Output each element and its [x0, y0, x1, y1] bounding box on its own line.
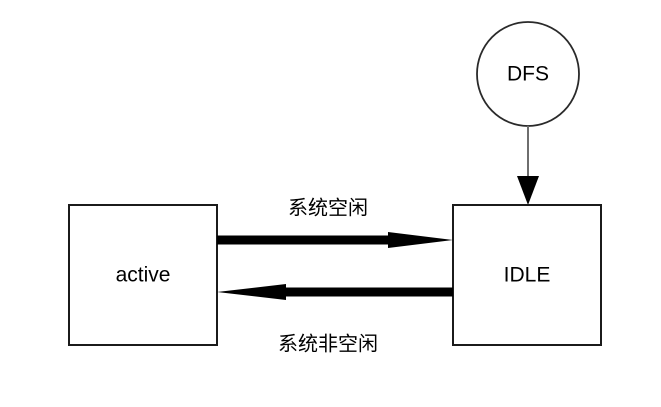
dfs-label: DFS	[507, 63, 549, 86]
node-idle[interactable]: IDLE	[452, 204, 602, 346]
active-box-shape	[68, 204, 218, 346]
idle-label: IDLE	[504, 264, 551, 287]
edge-idle-to-active[interactable]: 系统非空闲	[217, 284, 453, 355]
edge-active-to-idle-label: 系统空闲	[288, 196, 368, 219]
edge-active-to-idle[interactable]: 系统空闲	[217, 196, 453, 248]
idle-box-shape	[452, 204, 602, 346]
node-dfs[interactable]: DFS	[476, 21, 580, 127]
node-active[interactable]: active	[68, 204, 218, 346]
edge-dfs-to-idle-arrowhead	[517, 176, 539, 205]
edge-idle-to-active-label: 系统非空闲	[278, 332, 378, 355]
edge-active-to-idle-arrowhead	[388, 232, 453, 248]
active-label: active	[116, 264, 171, 287]
edge-dfs-to-idle[interactable]	[517, 126, 539, 205]
edge-idle-to-active-arrowhead	[217, 284, 286, 300]
